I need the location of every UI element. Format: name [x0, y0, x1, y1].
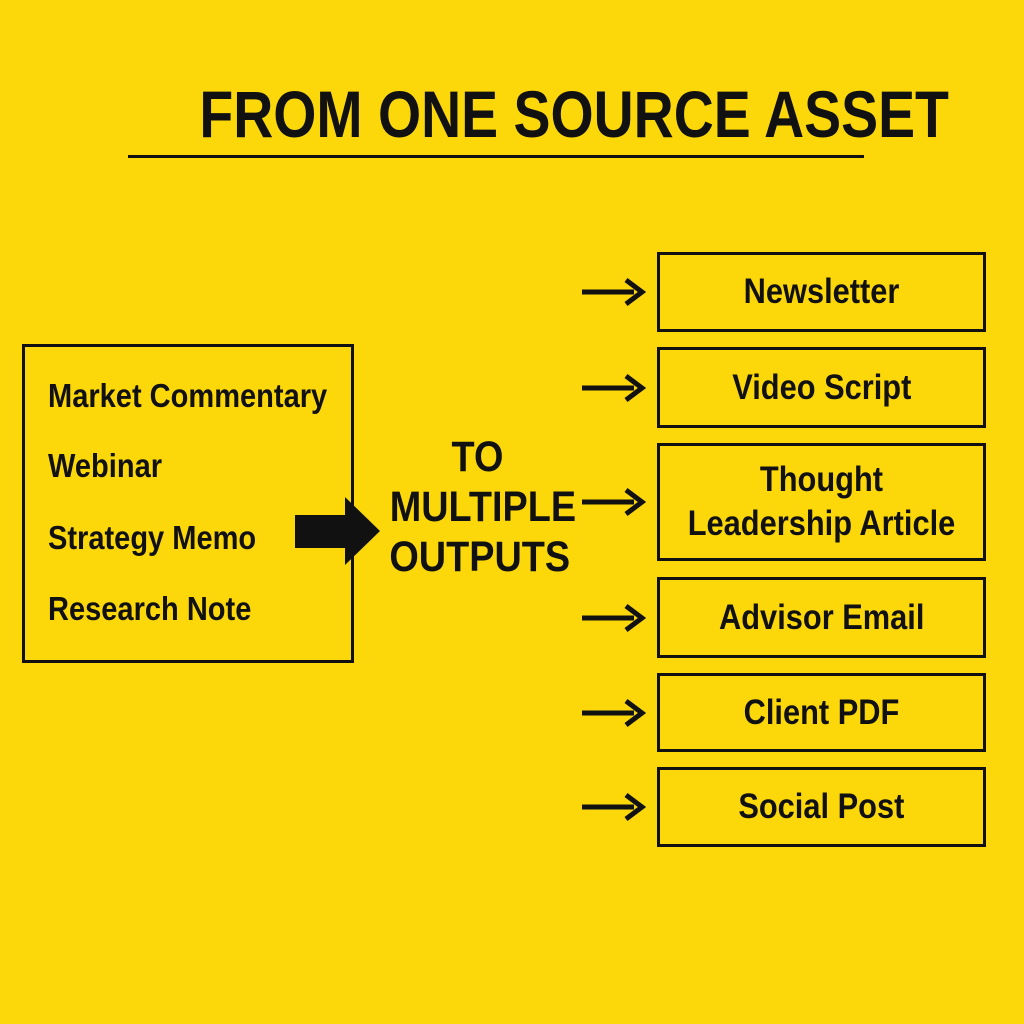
- diagram-title: FROM ONE SOURCE ASSET: [199, 77, 949, 151]
- output-label: Newsletter: [743, 272, 900, 311]
- output-box: Client PDF: [657, 673, 986, 752]
- output-box: Social Post: [657, 767, 986, 847]
- source-item: Market Commentary: [48, 377, 328, 414]
- arrow-right-icon: [582, 278, 647, 306]
- source-item: Webinar: [48, 447, 163, 484]
- output-box: Video Script: [657, 347, 986, 428]
- arrow-right-icon: [582, 603, 647, 632]
- center-label: TO MULTIPLE OUTPUTS: [377, 432, 577, 582]
- output-box: Thought Leadership Article: [657, 443, 986, 561]
- output-label: Advisor Email: [718, 597, 925, 637]
- center-label-line: OUTPUTS: [389, 533, 571, 581]
- output-label: Client PDF: [743, 692, 900, 732]
- arrow-right-icon: [582, 698, 647, 727]
- output-label: Social Post: [738, 787, 905, 826]
- source-item: Research Note: [48, 590, 252, 627]
- source-assets-box: Market Commentary Webinar Strategy Memo …: [22, 344, 354, 663]
- center-label-line: TO: [451, 433, 503, 481]
- source-item: Strategy Memo: [48, 519, 257, 556]
- output-label: Video Script: [731, 367, 912, 407]
- output-label: Thought Leadership Article: [687, 460, 956, 543]
- arrow-right-icon: [582, 793, 647, 821]
- output-box: Newsletter: [657, 252, 986, 332]
- center-label-line: MULTIPLE: [389, 483, 577, 531]
- big-arrow-icon: [295, 497, 380, 565]
- arrow-right-icon: [582, 488, 647, 516]
- arrow-right-icon: [582, 373, 647, 402]
- output-box: Advisor Email: [657, 577, 986, 658]
- title-underline: [128, 155, 864, 158]
